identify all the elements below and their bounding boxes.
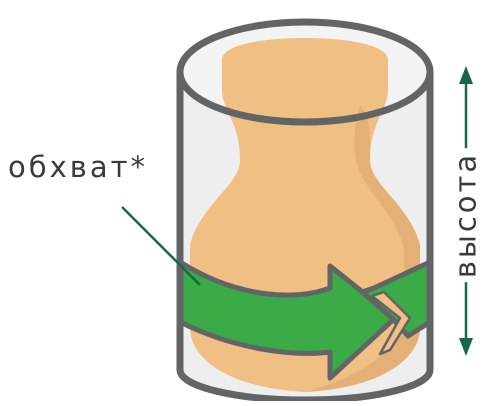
cylinder-outline xyxy=(176,72,434,404)
girth-pointer-line xyxy=(121,206,201,286)
girth-band xyxy=(180,259,430,381)
girth-label: обхват* xyxy=(8,150,149,184)
cylinder-top-rim xyxy=(176,18,434,126)
vase-shadow xyxy=(305,105,420,392)
girth-band-tail xyxy=(359,259,430,339)
height-label: высота xyxy=(449,147,483,283)
girth-band-tail-highlight xyxy=(370,290,412,356)
girth-band-surface xyxy=(180,259,398,381)
